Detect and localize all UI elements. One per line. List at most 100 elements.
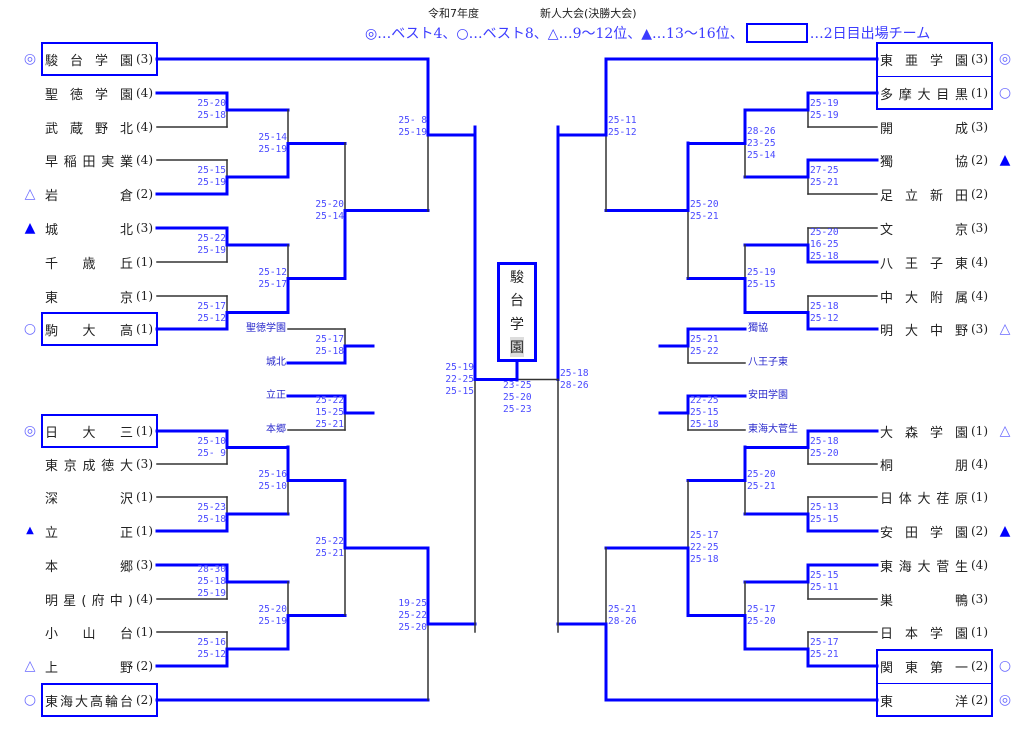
team-block-number: (1): [136, 424, 153, 438]
team-block-number: (2): [971, 524, 988, 538]
set-score: 25-19: [197, 177, 226, 188]
placement-mark: ◎: [23, 51, 37, 67]
set-score: 25-17: [315, 334, 344, 345]
set-score: 25-10: [197, 435, 226, 447]
team-entry: 日本学園(1): [880, 622, 988, 642]
team-entry: 東京成徳大(3): [45, 454, 153, 474]
set-score: 22-25: [690, 542, 719, 553]
team-name: 東海大菅生: [880, 559, 968, 575]
set-score: 25-19: [810, 110, 839, 121]
team-block-number: (3): [136, 558, 153, 572]
team-block-number: (1): [971, 625, 988, 639]
placement-mark: ○: [23, 692, 37, 708]
set-score: 25-10: [258, 480, 287, 492]
team-block-number: (2): [971, 187, 988, 201]
set-score: 25-17: [747, 603, 776, 615]
team-name: 安田学園: [880, 525, 968, 541]
set-score: 25-19: [258, 615, 287, 627]
team-name: 東亜学園: [880, 53, 968, 69]
set-score: 25-20: [747, 468, 776, 480]
placement-mark: ◎: [998, 51, 1012, 67]
set-score: 25-20: [690, 198, 719, 210]
set-score: 25-11: [810, 582, 839, 593]
team-block-number: (1): [971, 424, 988, 438]
set-score: 25-23: [503, 404, 532, 415]
set-score: 25-18: [690, 554, 719, 565]
set-score: 25-15: [690, 407, 719, 418]
placement-mark: ▲: [999, 152, 1011, 168]
set-score: 25- 8: [398, 115, 427, 126]
team-block-number: (3): [971, 322, 988, 336]
team-block-number: (1): [971, 86, 988, 100]
set-score: 25-19: [258, 143, 287, 155]
set-score: 28-26: [747, 125, 776, 137]
set-score: 25-20: [747, 615, 776, 627]
team-name: 中大附属: [880, 290, 968, 306]
set-score: 25-22: [315, 536, 344, 547]
set-score: 25-12: [810, 312, 839, 324]
second-day-team-box: [41, 683, 158, 717]
team-entry: 獨協(2): [880, 150, 988, 170]
team-entry: 開成(3): [880, 117, 988, 137]
team-entry: 東洋(2): [880, 690, 988, 710]
team-entry: 多摩大目黒(1): [880, 83, 988, 103]
team-block-number: (2): [136, 659, 153, 673]
playoff-team-label: 聖徳学園: [246, 323, 286, 334]
team-name: 岩倉: [45, 188, 133, 204]
placement-mark: △: [999, 321, 1011, 337]
set-score: 25-18: [810, 435, 839, 447]
playoff-team-label: 本郷: [266, 424, 286, 435]
playoff-team-label: 獨協: [748, 323, 768, 334]
team-name: 駿台学園: [45, 53, 133, 69]
set-score: 25-20: [315, 198, 344, 210]
team-name: 東京: [45, 290, 133, 306]
team-entry: 明星(府中)(4): [45, 589, 153, 609]
set-score: 25-12: [197, 649, 226, 660]
team-block-number: (4): [136, 592, 153, 606]
set-score: 25-17: [810, 637, 839, 648]
set-score: 25-23: [197, 502, 226, 513]
team-entry: 東京(1): [45, 286, 153, 306]
team-name: 日体大荏原: [880, 491, 968, 507]
team-name: 関東第一: [880, 660, 968, 676]
set-score: 25-15: [810, 514, 839, 525]
team-entry: 深沢(1): [45, 487, 153, 507]
set-score: 25-21: [810, 649, 839, 660]
set-score: 25-20: [810, 447, 839, 459]
team-entry: 桐朋(4): [880, 454, 988, 474]
set-score: 25-20: [258, 603, 287, 615]
set-score: 25-22: [315, 395, 344, 406]
team-block-number: (3): [971, 221, 988, 235]
team-entry: 日大三(1): [45, 421, 153, 441]
team-block-number: (4): [971, 558, 988, 572]
team-name: 深沢: [45, 491, 133, 507]
team-entry: 文京(3): [880, 218, 988, 238]
team-entry: 駒大高(1): [45, 319, 153, 339]
set-score: 25-15: [197, 165, 226, 176]
team-name: 上野: [45, 660, 133, 676]
set-score: 25-11: [608, 115, 637, 126]
team-name: 千歳丘: [45, 256, 133, 272]
team-block-number: (3): [971, 120, 988, 134]
set-score: 25-21: [315, 419, 344, 430]
team-entry: 巣鴨(3): [880, 589, 988, 609]
legend-box-swatch: [745, 23, 808, 43]
placement-mark: △: [24, 658, 36, 674]
set-score: 25-19: [197, 245, 226, 256]
box-divider: [876, 76, 993, 77]
team-block-number: (2): [136, 187, 153, 201]
set-score: 16-25: [810, 239, 839, 250]
set-score: 25-22: [690, 346, 719, 357]
